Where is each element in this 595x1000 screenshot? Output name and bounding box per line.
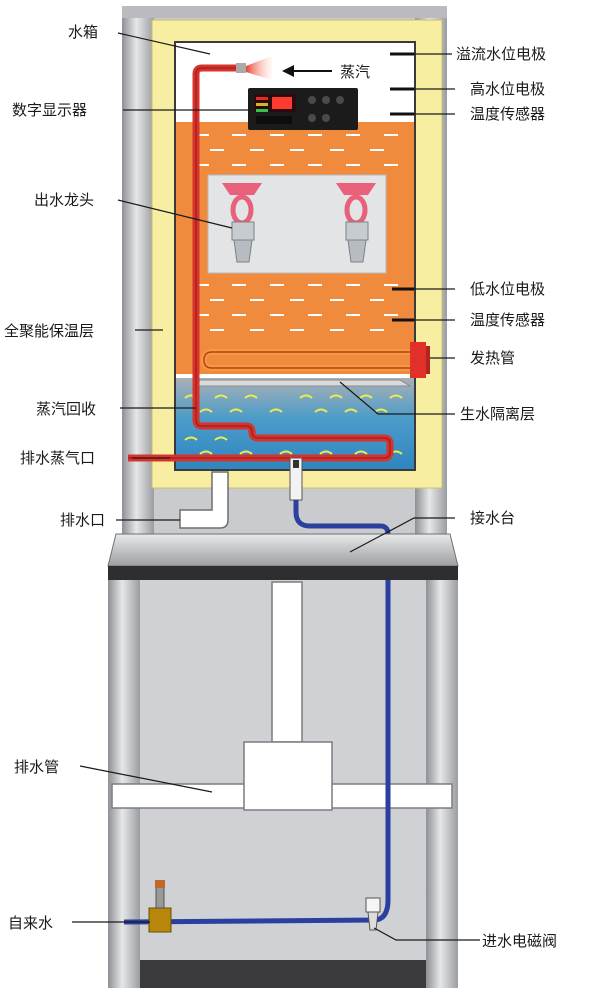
- label-tap-water: 自来水: [8, 914, 53, 932]
- label-high-level-electrode: 高水位电极: [470, 80, 545, 98]
- heating-tube: [200, 342, 430, 378]
- drain-pipe: [111, 581, 453, 811]
- label-low-level-electrode: 低水位电极: [470, 280, 545, 298]
- label-steam: 蒸汽: [340, 63, 370, 81]
- label-temp-sensor-top: 温度传感器: [470, 105, 545, 123]
- faucet-panel: [207, 174, 387, 274]
- steam-plume: [246, 56, 272, 80]
- electrodes: [390, 52, 414, 322]
- drain-outlet-pipe: [179, 471, 229, 529]
- label-heating-tube: 发热管: [470, 349, 515, 367]
- label-drip-tray: 接水台: [470, 509, 515, 527]
- tap-water-valve: [148, 880, 172, 933]
- digital-display: [248, 88, 358, 130]
- leader-lines: [72, 32, 480, 941]
- label-drain-pipe: 排水管: [14, 758, 59, 776]
- inlet-solenoid-valve: [365, 897, 381, 931]
- faucet-right: [336, 183, 376, 263]
- label-steam-recovery: 蒸汽回收: [36, 400, 96, 418]
- steam-recovery-pipe-edge: [128, 67, 391, 459]
- label-overflow-electrode: 溢流水位电极: [456, 45, 546, 63]
- drip-tray: [107, 533, 459, 580]
- label-temp-sensor-mid: 温度传感器: [470, 311, 545, 329]
- label-faucet: 出水龙头: [34, 191, 94, 209]
- label-water-tank: 水箱: [68, 23, 98, 41]
- steam-arrow: [282, 65, 332, 77]
- label-drain-steam-outlet: 排水蒸气口: [20, 449, 95, 467]
- isolation-plate: [195, 379, 412, 387]
- label-inlet-solenoid-valve: 进水电磁阀: [482, 932, 557, 950]
- label-digital-display: 数字显示器: [12, 101, 87, 119]
- steam-nozzle: [236, 63, 246, 73]
- label-insulation: 全聚能保温层: [4, 322, 94, 340]
- faucet-left: [222, 183, 262, 263]
- label-drain-outlet: 排水口: [60, 511, 105, 529]
- label-raw-water-isolation: 生水隔离层: [460, 405, 535, 423]
- hot-water-dashes: [195, 134, 398, 331]
